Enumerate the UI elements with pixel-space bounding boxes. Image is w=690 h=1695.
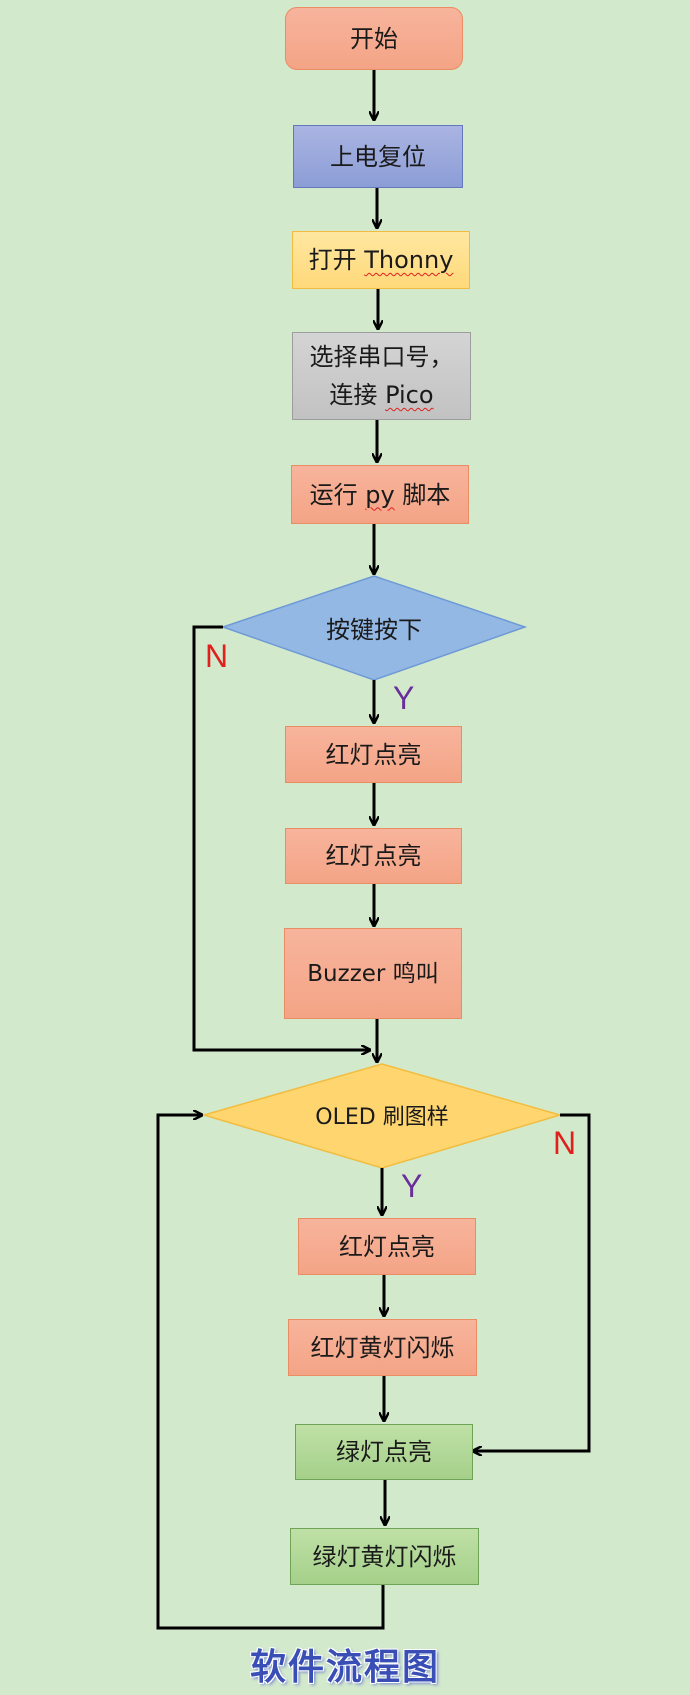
green-yellow-blink-label: 绿灯黄灯闪烁 bbox=[312, 1542, 457, 1571]
buzzer-node: Buzzer 鸣叫 bbox=[284, 928, 462, 1019]
key-no-label: N bbox=[205, 638, 229, 674]
run-script-py: py bbox=[365, 480, 395, 509]
select-port-line2: 连接 Pico bbox=[329, 376, 433, 414]
run-script-node: 运行 py 脚本 bbox=[291, 465, 469, 524]
select-port-line2-prefix: 连接 bbox=[329, 381, 386, 409]
oled-yes-label: Y bbox=[401, 1168, 423, 1204]
diagram-title: 软件流程图 bbox=[249, 1646, 440, 1688]
oled-refresh-label: OLED 刷图样 bbox=[315, 1105, 449, 1130]
red-light-on-node-1: 红灯点亮 bbox=[285, 726, 462, 783]
run-script-label: 运行 py 脚本 bbox=[310, 476, 451, 514]
red-light-on-node-2: 红灯点亮 bbox=[285, 828, 462, 884]
red-light-on-label-1: 红灯点亮 bbox=[325, 740, 422, 769]
open-thonny-prefix: 打开 bbox=[308, 246, 365, 274]
start-label: 开始 bbox=[350, 24, 398, 53]
select-port-node: 选择串口号， 连接 Pico bbox=[292, 332, 471, 420]
arrow-key-no-loop bbox=[192, 625, 370, 1050]
run-script-suffix: 脚本 bbox=[394, 480, 451, 509]
red-yellow-blink-label: 红灯黄灯闪烁 bbox=[310, 1333, 455, 1362]
select-port-line1: 选择串口号， bbox=[309, 343, 454, 371]
green-light-on-node: 绿灯点亮 bbox=[295, 1424, 473, 1480]
key-yes-label: Y bbox=[393, 680, 415, 716]
select-port-device: Pico bbox=[385, 381, 434, 409]
start-node: 开始 bbox=[285, 7, 463, 70]
red-light-on-node-3: 红灯点亮 bbox=[298, 1218, 476, 1275]
buzzer-label: Buzzer 鸣叫 bbox=[307, 960, 439, 987]
red-light-on-label-2: 红灯点亮 bbox=[325, 842, 422, 870]
open-thonny-node: 打开 Thonny bbox=[292, 231, 470, 289]
power-reset-label: 上电复位 bbox=[330, 142, 426, 171]
open-thonny-label: 打开 Thonny bbox=[309, 241, 454, 279]
green-light-on-label: 绿灯点亮 bbox=[336, 1438, 432, 1466]
oled-no-label: N bbox=[553, 1125, 577, 1161]
power-reset-node: 上电复位 bbox=[293, 125, 463, 188]
red-light-on-label-3: 红灯点亮 bbox=[339, 1232, 435, 1261]
key-pressed-label: 按键按下 bbox=[326, 616, 422, 644]
red-yellow-blink-node: 红灯黄灯闪烁 bbox=[288, 1319, 477, 1376]
arrow-oled-no-loop bbox=[473, 1113, 591, 1451]
arrow-loop-back-to-oled bbox=[156, 1115, 385, 1630]
open-thonny-app: Thonny bbox=[364, 246, 454, 274]
run-script-prefix: 运行 bbox=[309, 480, 366, 509]
green-yellow-blink-node: 绿灯黄灯闪烁 bbox=[290, 1528, 479, 1585]
